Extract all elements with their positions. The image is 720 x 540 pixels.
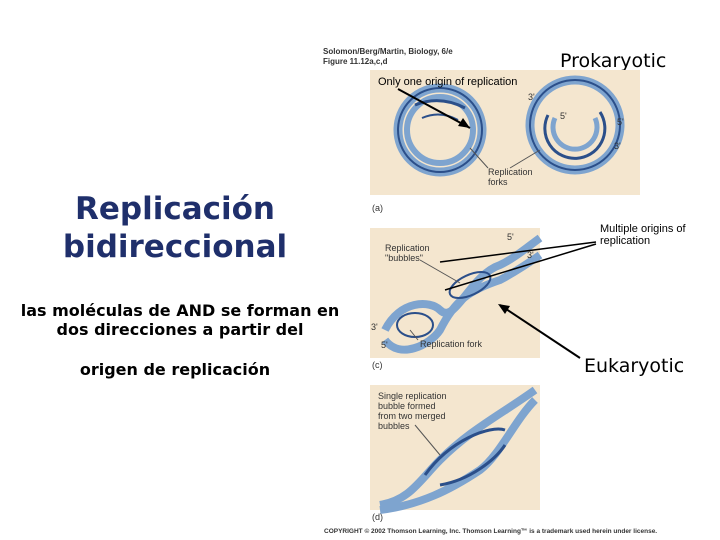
panel-a-strand-label-2: 5' [560, 111, 567, 121]
panel-a-strand-label-3: 5' [617, 117, 624, 127]
panel-a-tag: (a) [372, 203, 383, 213]
panel-a-callout-line-1 [469, 147, 489, 169]
panel-c-dna [381, 234, 543, 354]
arrow-eukaryotic-head [498, 304, 510, 314]
label-eukaryotic: Eukaryotic [584, 355, 685, 377]
panel-d-callout: Single replication bubble formed from tw… [378, 391, 447, 431]
credit-line-1: Solomon/Berg/Martin, Biology, 6/e [323, 47, 453, 56]
panel-c-callout-bubbles: Replication "bubbles" [385, 243, 430, 263]
panel-a-strand-label-1: 3' [528, 92, 535, 102]
label-multiple-origins: Multiple origins of replication [600, 223, 686, 247]
panel-c-callout-bubbles-line [419, 259, 461, 284]
panel-a-circle-right [525, 75, 625, 175]
copyright-notice: COPYRIGHT © 2002 Thomson Learning, Inc. … [324, 528, 658, 535]
figure-credit: Solomon/Berg/Martin, Biology, 6/e Figure… [323, 47, 453, 67]
label-only-one-origin: Only one origin of replication [378, 76, 518, 88]
panel-a-callout-line-2 [509, 149, 541, 169]
body-text-line-2: origen de replicación [79, 360, 271, 379]
arrow-multiple-origins-1 [439, 241, 597, 263]
arrow-multiple-origins-2 [444, 243, 597, 291]
arrow-only-one-origin-head [458, 118, 470, 128]
panel-c-strand-label-2: 3' [527, 250, 534, 260]
arrow-only-one-origin [397, 88, 471, 129]
panel-c-tag: (c) [372, 360, 383, 370]
label-prokaryotic: Prokaryotic [560, 50, 667, 72]
panel-a-circle-left [393, 83, 487, 177]
arrow-eukaryotic [499, 304, 581, 359]
panel-d-callout-line [414, 424, 441, 456]
panel-a-callout: Replication forks [488, 167, 533, 187]
panel-c-callout-fork: Replication fork [420, 339, 483, 349]
panel-d-tag: (d) [372, 512, 383, 522]
panel-d-dna [379, 386, 538, 514]
panel-c-background [370, 228, 540, 358]
panel-a-strand-label-4: 3' [614, 141, 621, 151]
credit-line-2: Figure 11.12a,c,d [323, 57, 388, 66]
slide-title: Replicación bidireccional [62, 191, 288, 265]
panel-c-strand-label-3: 3' [371, 322, 378, 332]
body-text-line-1: las moléculas de AND se forman en dos di… [20, 301, 340, 339]
panel-c-callout-fork-line [409, 329, 419, 341]
panel-c-strand-label-1: 5' [507, 232, 514, 242]
panel-c-strand-label-4: 5' [381, 340, 388, 350]
